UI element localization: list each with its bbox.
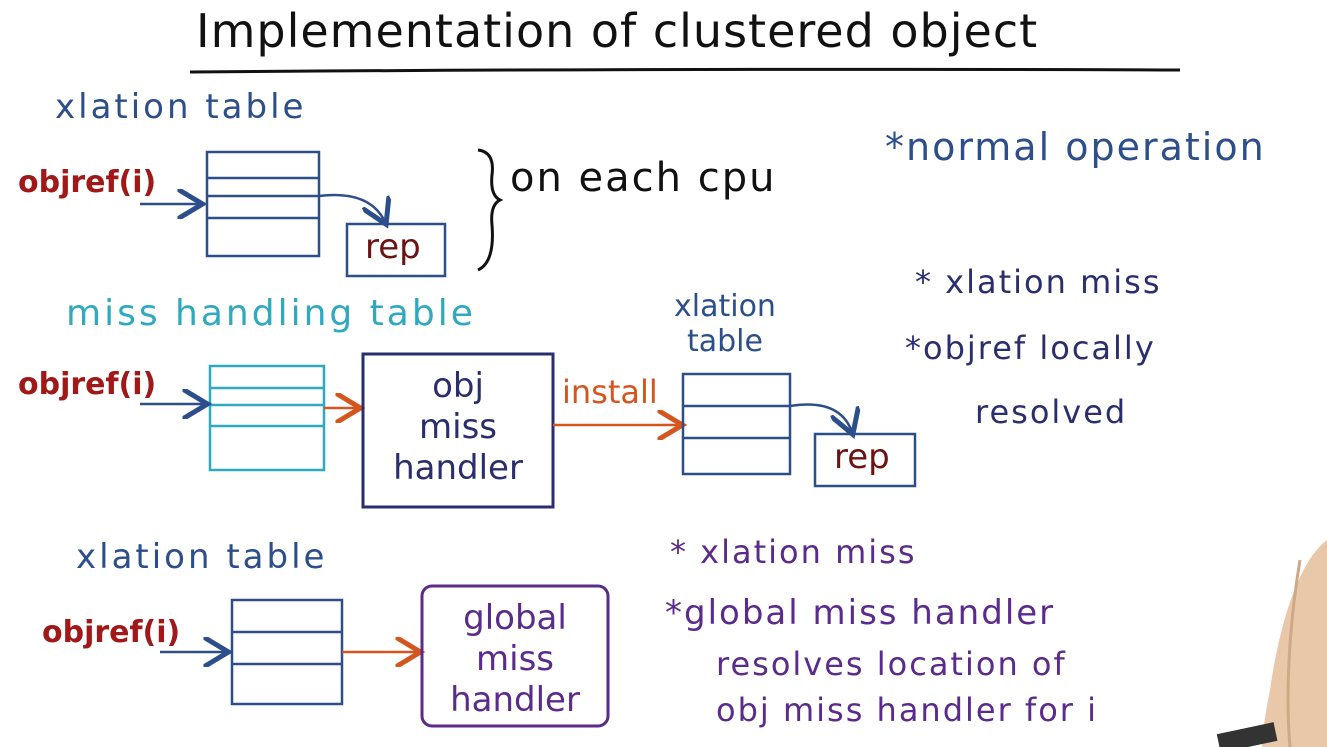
global-miss-handler-line-3: handler	[450, 679, 580, 720]
xlation-table-label-2-line-1: xlation	[674, 289, 776, 324]
global-miss-handler-box	[420, 584, 610, 728]
normal-operation-note: *normal operation	[885, 125, 1266, 169]
global-miss-handler-line-1: global	[463, 598, 567, 638]
xlation-table-1	[205, 150, 321, 258]
local-miss-note-2: *objref locally	[905, 329, 1156, 367]
global-miss-note-1: * xlation miss	[670, 533, 917, 571]
objref-label-2: objref(i)	[18, 367, 157, 402]
rep-box-2	[813, 432, 917, 488]
global-miss-handler-text: global miss handler	[422, 598, 608, 720]
obj-miss-handler-line-1: obj	[432, 366, 484, 406]
on-each-cpu-label: on each cpu	[510, 155, 777, 201]
xlation-table-label-2: xlation table	[674, 289, 776, 359]
global-miss-note-3: resolves location of	[716, 645, 1067, 683]
xlation-table-label-2-line-2: table	[686, 323, 763, 359]
title-underline	[189, 67, 1181, 74]
presenter-hand	[1216, 540, 1327, 747]
rep-label-1: rep	[365, 227, 421, 267]
xlation-table-2	[681, 372, 792, 476]
obj-miss-handler-line-3: handler	[393, 447, 523, 488]
cpu-brace	[477, 148, 504, 272]
local-miss-note-3: resolved	[975, 393, 1128, 431]
objref-label-3: objref(i)	[42, 615, 181, 650]
obj-miss-handler-line-2: miss	[419, 406, 497, 447]
obj-miss-handler-text: obj miss handler	[363, 366, 553, 488]
rep-box-1	[345, 222, 447, 278]
miss-handling-table	[208, 364, 326, 472]
objref-label-1: objref(i)	[18, 165, 157, 200]
rep-label-2: rep	[834, 437, 890, 477]
page-title: Implementation of clustered object	[196, 4, 1039, 58]
global-miss-note-4: obj miss handler for i	[716, 691, 1098, 729]
miss-handling-table-label: miss handling table	[66, 293, 476, 334]
global-miss-note-2: *global miss handler	[665, 593, 1056, 633]
xlation-table-3	[230, 598, 344, 706]
rep-pointer-2	[789, 403, 852, 432]
rep-pointer-1	[318, 193, 385, 222]
obj-miss-handler-box	[361, 352, 555, 509]
local-miss-note-1: * xlation miss	[915, 263, 1162, 301]
xlation-table-label-1: xlation table	[55, 87, 307, 127]
global-miss-handler-line-2: miss	[476, 638, 554, 679]
xlation-table-label-3: xlation table	[76, 537, 328, 577]
install-label: install	[562, 373, 658, 411]
